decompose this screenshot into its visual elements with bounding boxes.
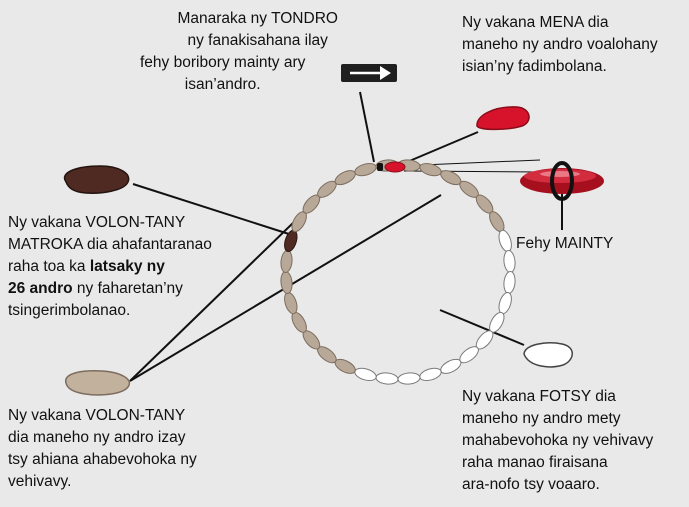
annotation-white-line-1: Ny vakana FOTSY dia (462, 386, 653, 408)
annotation-white-line-2: maneho ny andro mety (462, 408, 653, 430)
pointer-arrow-to-ring (360, 92, 374, 162)
necklace-bead-white (353, 366, 377, 383)
annotation-dark-line-4-text: ny faharetan’ny (77, 280, 183, 297)
bead-light-brown-icon (66, 371, 130, 395)
annotation-dark-line-5: tsingerimbolanao. (8, 300, 212, 322)
necklace-bead-brown (418, 161, 442, 178)
annotation-red-line-2: maneho ny andro voalohany (462, 34, 658, 56)
necklace-bead-white (418, 366, 442, 383)
annotation-dark-line-1: Ny vakana VOLON-TANY (8, 212, 212, 234)
annotation-dark-line-3-bold: latsaky ny (90, 258, 165, 275)
annotation-dark-bead: Ny vakana VOLON-TANY MATROKA dia ahafant… (8, 212, 212, 322)
necklace-bead-red (385, 162, 405, 172)
annotation-brown-bead: Ny vakana VOLON-TANY dia maneho ny andro… (8, 405, 197, 493)
annotation-ring-label: Fehy MAINTY (516, 233, 613, 255)
annotation-arrow-line-2: ny fanakisahana ilay (140, 30, 375, 52)
bead-red-icon (477, 107, 529, 129)
necklace-bead-white (497, 229, 514, 253)
annotation-arrow-line-1: Manaraka ny TONDRO (140, 8, 375, 30)
annotation-brown-line-1: Ny vakana VOLON-TANY (8, 405, 197, 427)
annotation-dark-line-4-bold: 26 andro (8, 280, 73, 297)
annotation-red-bead: Ny vakana MENA dia maneho ny andro voalo… (462, 12, 658, 78)
necklace-bead-brown (353, 161, 377, 178)
necklace-bead-white (503, 250, 516, 273)
annotation-dark-line-2: MATROKA dia ahafantaranao (8, 234, 212, 256)
annotation-brown-line-3: tsy ahiana ahabevohoka ny (8, 449, 197, 471)
bead-necklace (280, 159, 516, 385)
annotation-red-line-1: Ny vakana MENA dia (462, 12, 658, 34)
annotation-arrow-line-4: isan’andro. (140, 74, 375, 96)
bead-dark-brown-icon (65, 166, 129, 193)
necklace-bead-brown (280, 250, 293, 273)
annotation-brown-line-2: dia maneho ny andro izay (8, 427, 197, 449)
necklace-bead-white (398, 372, 421, 385)
necklace-black-ring (377, 163, 383, 171)
annotation-white-line-4: raha manao firaisana (462, 452, 653, 474)
annotation-brown-line-4: vehivavy. (8, 471, 197, 493)
necklace-bead-brown (282, 291, 299, 315)
annotation-arrow: Manaraka ny TONDRO ny fanakisahana ilay … (140, 8, 375, 96)
ring-bead-icon (520, 163, 604, 199)
annotation-dark-line-4: 26 andro ny faharetan’ny (8, 278, 212, 300)
necklace-bead-white (376, 372, 399, 385)
annotation-arrow-line-3: fehy boribory mainty ary (140, 52, 375, 74)
annotation-white-line-5: ara-nofo tsy voaaro. (462, 474, 653, 496)
bead-white-icon (524, 343, 572, 367)
necklace-bead-white (503, 271, 516, 294)
annotation-red-line-3: isian’ny fadimbolana. (462, 56, 658, 78)
annotation-dark-line-3: raha toa ka latsaky ny (8, 256, 212, 278)
annotation-white-bead: Ny vakana FOTSY dia maneho ny andro mety… (462, 386, 653, 496)
annotation-white-line-3: mahabevohoka ny vehivavy (462, 430, 653, 452)
necklace-bead-white (497, 291, 514, 315)
annotation-dark-line-3-text: raha toa ka (8, 258, 86, 275)
